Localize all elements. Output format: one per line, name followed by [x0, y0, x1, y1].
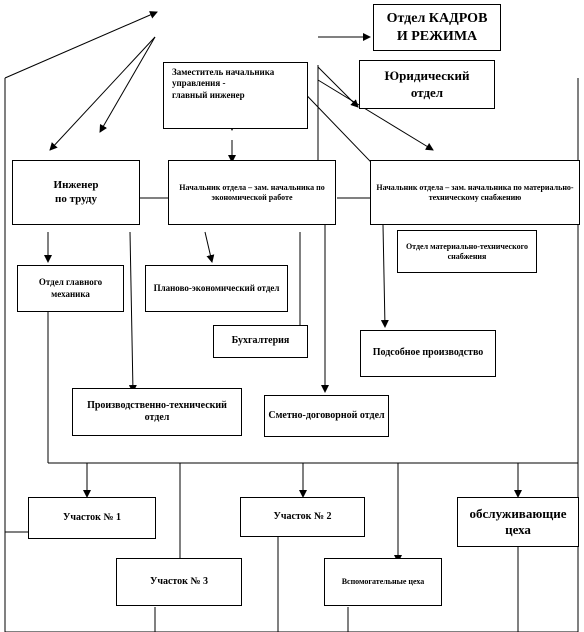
deputy-chief-engineer-box: Заместитель начальника управления - глав… [163, 62, 308, 129]
site-2-box: Участок № 2 [240, 497, 365, 537]
deputy-chief-engineer-label: Заместитель начальника управления - глав… [172, 67, 275, 100]
supply-head-box: Начальник отдела – зам. начальника по ма… [370, 160, 580, 225]
estimates-contracts-label: Сметно-договорной отдел [268, 409, 385, 421]
site-3-box: Участок № 3 [116, 558, 242, 606]
personnel-department-label: Отдел КАДРОВ И РЕЖИМА [386, 11, 488, 44]
supply-head-label: Начальник отдела – зам. начальника по ма… [376, 182, 574, 202]
subsidiary-production-label: Подсобное производство [372, 347, 484, 359]
planning-department-box: Планово-экономический отдел [145, 265, 288, 312]
legal-department-box: Юридический отдел [359, 60, 495, 109]
auxiliary-shops-label: Вспомогательные цеха [341, 577, 425, 586]
economic-head-label: Начальник отдела – зам. начальника по эк… [179, 182, 325, 202]
site-1-box: Участок № 1 [28, 497, 156, 539]
personnel-department-box: Отдел КАДРОВ И РЕЖИМА [373, 4, 501, 51]
planning-department-label: Планово-экономический отдел [153, 282, 280, 293]
service-shops-label: обслуживающие цеха [469, 505, 567, 537]
labor-engineer-label: Инженер по труду [53, 178, 99, 205]
production-technical-label: Производственно-технический отдел [87, 399, 227, 424]
arrow-top-left [4, 11, 158, 79]
accounting-box: Бухгалтерия [213, 325, 308, 358]
estimates-contracts-box: Сметно-договорной отдел [264, 395, 389, 437]
supply-department-label: Отдел материально-технического снабжения [405, 241, 529, 261]
production-technical-box: Производственно-технический отдел [72, 388, 242, 436]
labor-engineer-box: Инженер по труду [12, 160, 140, 225]
subsidiary-production-box: Подсобное производство [360, 330, 496, 377]
legal-department-label: Юридический отдел [384, 68, 470, 100]
chief-mechanic-label: Отдел главного механика [38, 277, 103, 299]
accounting-label: Бухгалтерия [231, 335, 290, 347]
site-3-label: Участок № 3 [149, 575, 208, 587]
chief-mechanic-box: Отдел главного механика [17, 265, 124, 312]
supply-department-box: Отдел материально-технического снабжения [397, 230, 537, 273]
site-1-label: Участок № 1 [62, 511, 121, 523]
auxiliary-shops-box: Вспомогательные цеха [324, 558, 442, 606]
site-2-label: Участок № 2 [273, 510, 332, 522]
service-shops-box: обслуживающие цеха [457, 497, 579, 547]
economic-head-box: Начальник отдела – зам. начальника по эк… [168, 160, 336, 225]
